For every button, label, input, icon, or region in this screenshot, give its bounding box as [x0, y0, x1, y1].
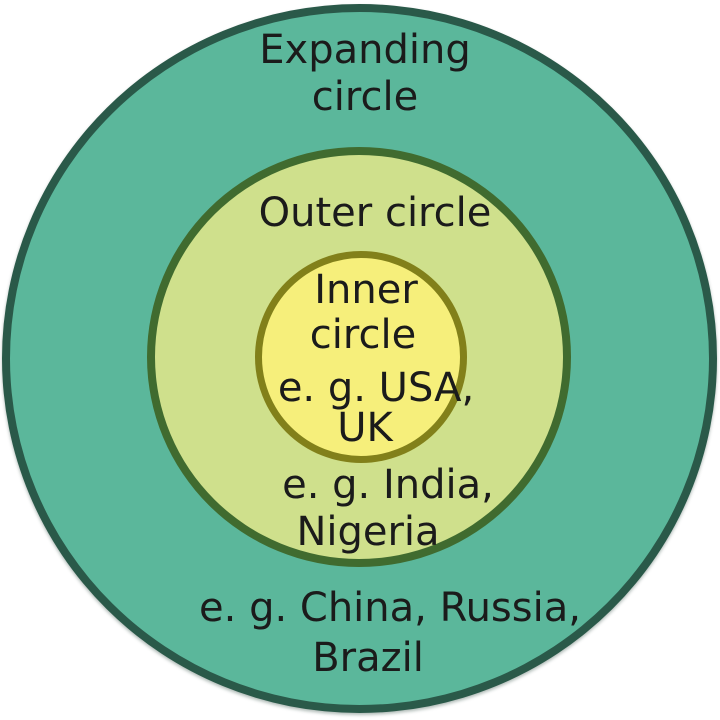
inner-circle-label-line-2: circle: [309, 312, 417, 358]
outer-circle-examples-line-1: e. g. India,: [282, 462, 494, 508]
outer-circle-label: Outer circle: [258, 190, 492, 236]
inner-circle-examples-line-1: e. g. USA,: [277, 365, 475, 411]
expanding-circle-examples-line-2: Brazil: [312, 635, 424, 681]
inner-circle-examples-line-2: UK: [337, 405, 393, 451]
inner-circle: [255, 251, 467, 463]
outer-circle-examples-line-2: Nigeria: [296, 509, 440, 555]
expanding-circle-label-line-1: Expanding: [259, 27, 471, 73]
inner-circle-label-line-1: Inner: [314, 267, 418, 313]
expanding-circle-label-line-2: circle: [311, 74, 419, 120]
expanding-circle-examples-line-1: e. g. China, Russia,: [199, 585, 581, 631]
